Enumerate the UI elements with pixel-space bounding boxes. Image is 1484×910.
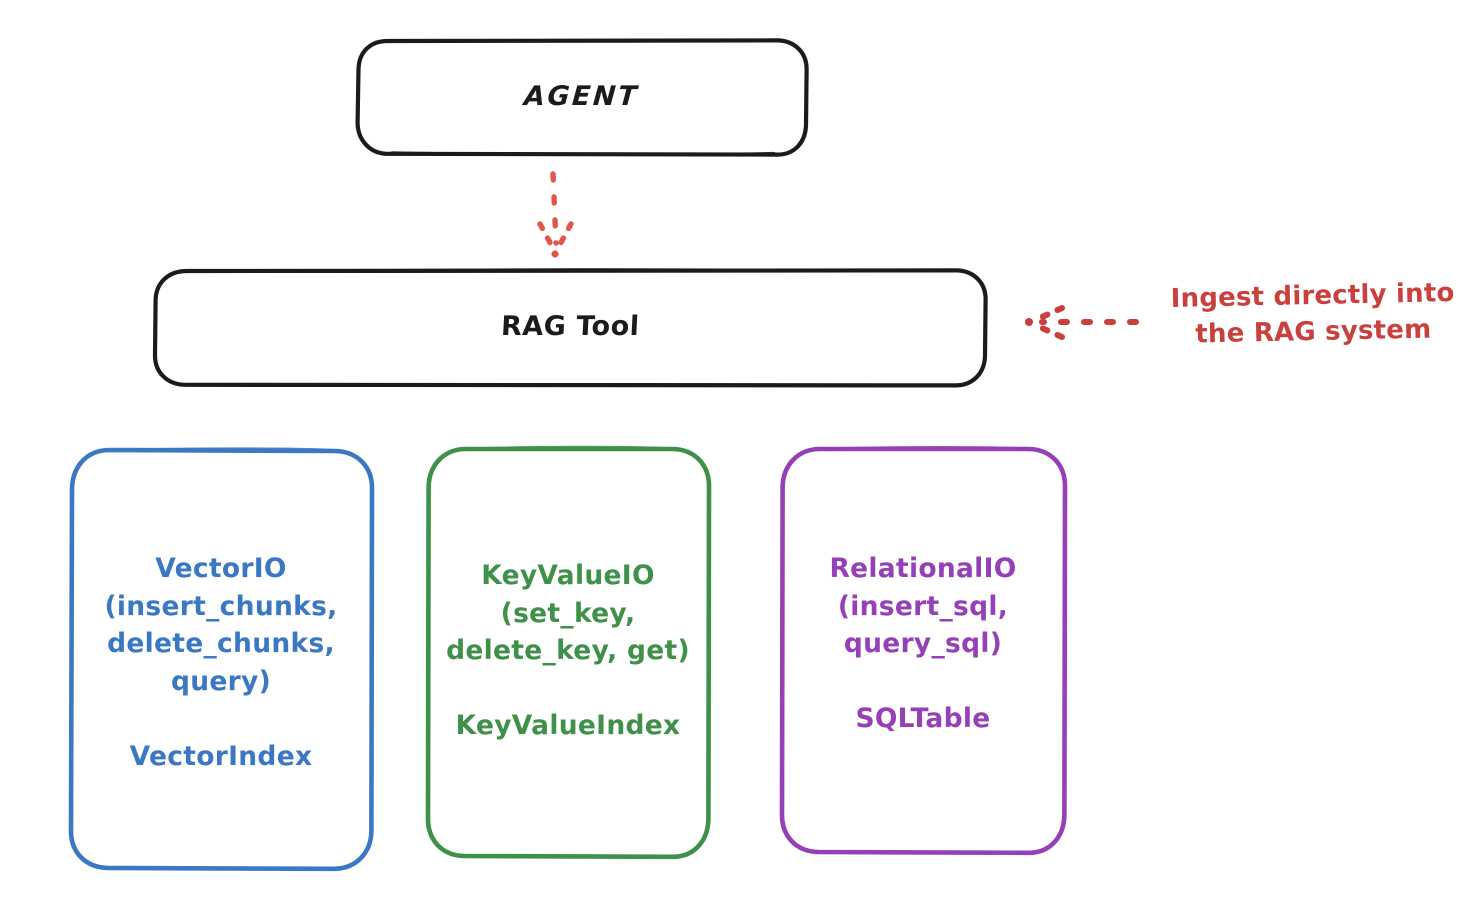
relationalio-box-outline xyxy=(779,446,1068,856)
node-key-value-io-label: KeyValueIO (set_key, delete_key, get) Ke… xyxy=(446,559,690,742)
node-agent[interactable]: AGENT xyxy=(357,39,807,155)
node-rag-tool[interactable]: RAG Tool xyxy=(155,269,986,386)
agent-box-outline-overstroke xyxy=(390,151,776,156)
node-vector-io-label: VectorIO (insert_chunks, delete_chunks, … xyxy=(104,553,338,773)
rag-tool-box-outline xyxy=(152,268,988,388)
node-rag-tool-label: RAG Tool xyxy=(500,311,641,343)
node-relational-io-label: RelationalIO (insert_sql, query_sql) SQL… xyxy=(829,552,1017,735)
agent-box-outline xyxy=(355,38,809,157)
vectorio-box-outline-overstroke xyxy=(114,447,333,453)
node-agent-label: AGENT xyxy=(523,80,641,112)
node-relational-io[interactable]: RelationalIO (insert_sql, query_sql) SQL… xyxy=(781,447,1065,853)
vectorio-box-outline xyxy=(68,447,375,872)
connector-ingest-to-rag-tool xyxy=(1025,305,1139,340)
relationalio-box-outline-overstroke xyxy=(824,445,1029,452)
keyvalueio-box-outline-overstroke xyxy=(470,445,672,452)
connector-agent-to-rag-tool xyxy=(537,171,574,258)
node-vector-io[interactable]: VectorIO (insert_chunks, delete_chunks, … xyxy=(70,448,372,870)
rag-tool-box-outline-overstroke xyxy=(190,268,954,273)
node-key-value-io[interactable]: KeyValueIO (set_key, delete_key, get) Ke… xyxy=(427,447,709,857)
keyvalueio-box-outline xyxy=(425,446,712,860)
annotation-ingest-directly: Ingest directly into the RAG system xyxy=(1170,278,1455,350)
